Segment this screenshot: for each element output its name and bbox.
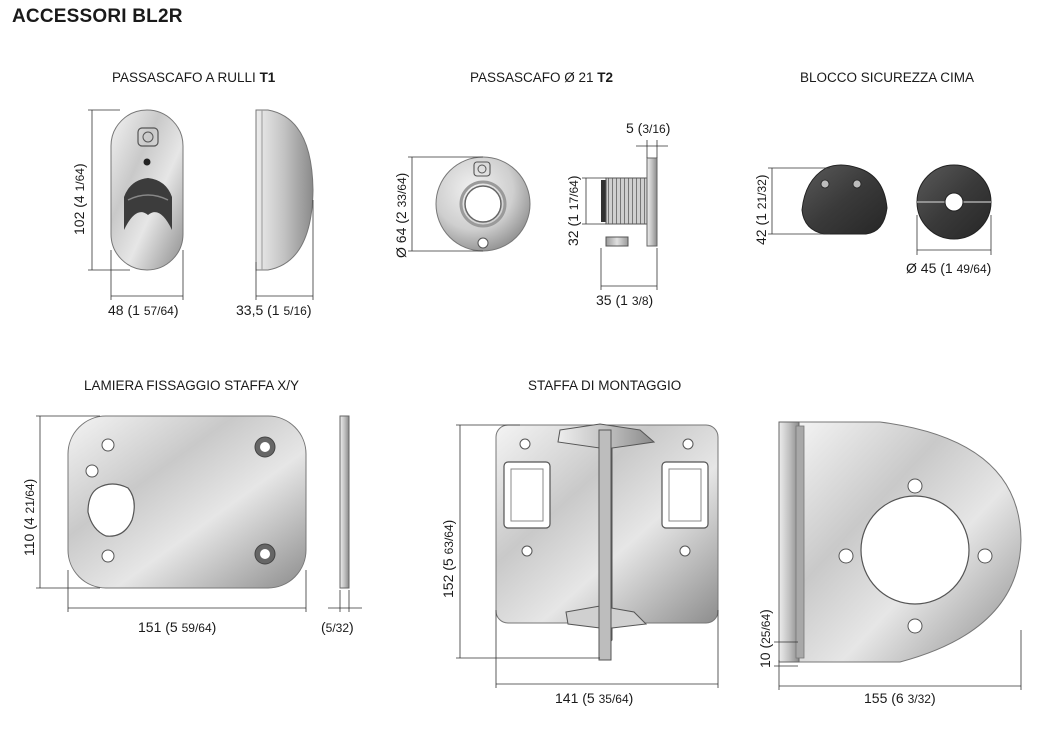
screw-hole [477,237,489,249]
dim-lamiera-width: 151 (5 59/64) [138,619,216,635]
logo-icon [137,127,159,147]
section-title-staffa: STAFFA DI MONTAGGIO [528,378,681,393]
dim-blocco-diameter: Ø 45 (1 49/64) [906,260,991,276]
roller-slot [124,178,172,230]
section-name: STAFFA DI MONTAGGIO [528,378,682,393]
section-name: PASSASCAFO A RULLI [112,70,260,85]
section-title-t1: PASSASCAFO A RULLI T1 [112,70,275,85]
t1-front-view [110,109,184,271]
section-name: BLOCCO SICUREZZA CIMA [800,70,975,85]
section-title-t2: PASSASCAFO Ø 21 T2 [470,70,613,85]
section-code: T2 [597,70,614,85]
logo-icon [473,161,491,177]
dim-lamiera-height: 110 (4 21/64) [21,479,37,556]
blocco-side-view [801,164,888,235]
dim-t1-depth: 33,5 (1 5/16) [236,302,312,318]
dim-t2-diameter: Ø 64 (2 33/64) [393,173,409,258]
dim-staffa-width: 141 (5 35/64) [555,690,633,706]
section-name: PASSASCAFO Ø 21 [470,70,598,85]
blocco-front-view [916,164,992,240]
t1-side-view [255,109,314,271]
section-title-lamiera: LAMIERA FISSAGGIO STAFFA X/Y [84,378,299,393]
lamiera-front-view [67,415,307,589]
dim-staffa-thickness: 10 (25/64) [757,609,773,668]
section-name: LAMIERA FISSAGGIO STAFFA X/Y [84,378,300,393]
staffa-side-view [778,421,1022,663]
dim-t2-length: 35 (1 3/8) [596,292,653,308]
page-title: ACCESSORI BL2R [12,6,183,27]
dim-lamiera-thickness: (5/32) [321,619,354,635]
dim-blocco-height: 42 (1 21/32) [753,174,769,245]
dim-t1-height: 102 (4 1/64) [71,163,87,235]
section-title-blocco: BLOCCO SICUREZZA CIMA [800,70,974,85]
dim-t2-flange: 5 (3/16) [626,120,670,136]
staffa-front-view [495,423,719,661]
t2-front-view [435,156,531,252]
lamiera-side-view [339,415,350,589]
dim-t1-width: 48 (1 57/64) [108,302,179,318]
dim-staffa-height: 152 (5 63/64) [440,520,456,598]
screw-hole [143,158,151,166]
section-code: T1 [259,70,276,85]
dim-staffa-depth: 155 (6 3/32) [864,690,936,706]
dim-t2-height: 32 (1 17/64) [565,175,581,246]
t2-side-view [601,157,658,247]
